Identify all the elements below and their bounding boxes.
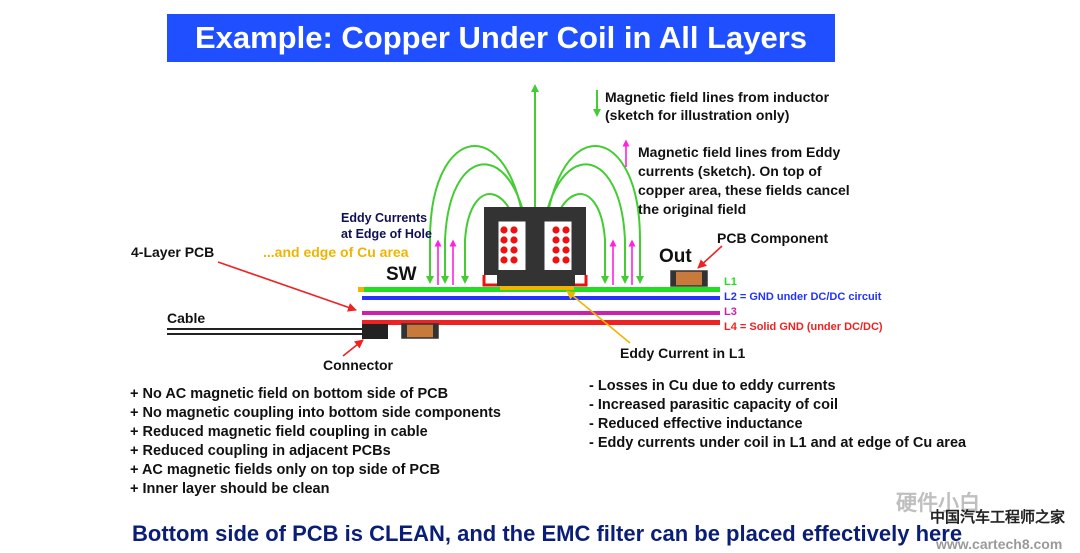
- legend-eddy-line-4: the original field: [638, 201, 746, 217]
- layer-l3: [362, 311, 720, 315]
- layer-l2: [362, 296, 720, 300]
- list-item: + No magnetic coupling into bottom side …: [130, 405, 501, 421]
- arrow-connector: [342, 339, 364, 357]
- list-item: + AC magnetic fields only on top side of…: [130, 462, 441, 478]
- legend-eddy-line-2: currents (sketch). On top of: [638, 163, 822, 179]
- arrow-pcb-component: [697, 245, 723, 269]
- label-eddy-edge-1: Eddy Currents: [341, 211, 427, 225]
- list-item: - Reduced effective inductance: [589, 416, 803, 432]
- label-eddy-l1: Eddy Current in L1: [620, 345, 745, 361]
- list-item: + Reduced coupling in adjacent PCBs: [130, 443, 391, 459]
- list-item: - Losses in Cu due to eddy currents: [589, 378, 836, 394]
- legend-inductor-line-1: Magnetic field lines from inductor: [605, 89, 830, 105]
- list-item: + No AC magnetic field on bottom side of…: [130, 386, 449, 402]
- layer-l4: [362, 320, 720, 325]
- inductor: [482, 207, 588, 287]
- connector: [362, 324, 388, 339]
- drawbacks-list: - Losses in Cu due to eddy currents - In…: [589, 377, 966, 453]
- pcb-left-edge-cu: [358, 287, 364, 292]
- watermark-text: 硬件小白: [896, 492, 980, 515]
- layer-l1-label: L1: [724, 276, 737, 288]
- label-sw: SW: [386, 264, 417, 285]
- winding-dots: [500, 226, 570, 264]
- list-item: - Increased parasitic capacity of coil: [589, 397, 839, 413]
- legend-inductor-line-2: (sketch for illustration only): [605, 107, 789, 123]
- bottom-component: [401, 323, 439, 339]
- label-cable: Cable: [167, 310, 205, 326]
- label-pcb-component: PCB Component: [717, 230, 829, 246]
- layer-l4-label: L4 = Solid GND (under DC/DC): [724, 321, 883, 333]
- label-4layer-pcb: 4-Layer PCB: [131, 244, 214, 260]
- layer-l3-label: L3: [724, 306, 737, 318]
- list-item: - Eddy currents under coil in L1 and at …: [589, 435, 967, 451]
- list-item: + Reduced magnetic field coupling in cab…: [130, 424, 428, 440]
- arrow-4layer-pcb: [217, 261, 357, 312]
- eddy-current-strip: [500, 286, 574, 290]
- list-item: + Inner layer should be clean: [130, 481, 330, 497]
- pcb-component: [670, 270, 708, 287]
- benefits-list: + No AC magnetic field on bottom side of…: [130, 385, 501, 499]
- label-connector: Connector: [323, 357, 394, 373]
- label-out: Out: [659, 246, 692, 267]
- legend-eddy-line-1: Magnetic field lines from Eddy: [638, 144, 840, 160]
- label-edge-cu: ...and edge of Cu area: [263, 244, 409, 260]
- footer-statement: Bottom side of PCB is CLEAN, and the EMC…: [132, 521, 963, 546]
- watermark-logo: 中国汽车工程师之家: [930, 508, 1066, 526]
- legend-eddy-line-3: copper area, these fields cancel: [638, 182, 850, 198]
- label-eddy-edge-2: at Edge of Hole: [341, 227, 432, 241]
- watermark-url: www.cartech8.com: [936, 536, 1063, 552]
- cable: [167, 328, 362, 335]
- arrow-eddy-l1: [566, 290, 631, 344]
- page-title: Example: Copper Under Coil in All Layers: [167, 14, 835, 62]
- layer-l2-label: L2 = GND under DC/DC circuit: [724, 291, 882, 303]
